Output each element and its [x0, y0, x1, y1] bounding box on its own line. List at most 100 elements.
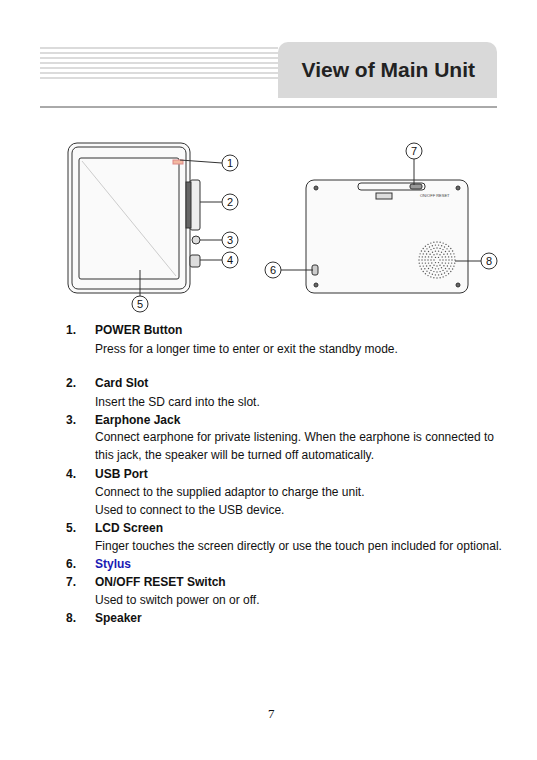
- speaker-dot: [436, 247, 437, 248]
- switch-label: ON/OFF RESET: [420, 193, 450, 198]
- speaker-dot: [453, 253, 454, 254]
- speaker-dot: [428, 262, 429, 263]
- item-description: Press for a longer time to enter or exit…: [95, 340, 398, 358]
- speaker-dot: [445, 259, 446, 260]
- speaker-dot: [438, 268, 439, 269]
- speaker-dot: [441, 256, 442, 257]
- speaker-dot: [426, 270, 427, 271]
- speaker-dot: [421, 259, 422, 260]
- speaker-dot: [450, 248, 451, 249]
- speaker-dot: [432, 245, 433, 246]
- speaker-dot: [425, 246, 426, 247]
- speaker-dot: [448, 268, 449, 269]
- speaker-dot: [452, 250, 453, 251]
- speaker-dot: [441, 252, 442, 253]
- speaker-dot: [439, 277, 440, 278]
- speaker-dot: [439, 242, 440, 243]
- speaker-dot: [427, 259, 428, 260]
- callout-number: 7: [411, 145, 417, 157]
- speaker-dot: [451, 262, 452, 263]
- item-heading: Card Slot: [95, 374, 148, 392]
- item-heading: POWER Button: [95, 321, 182, 339]
- speaker-dot: [442, 270, 443, 271]
- speaker-dot: [419, 253, 420, 254]
- speaker-dot: [428, 268, 429, 269]
- item-description: Used to connect to the USB device.: [95, 501, 284, 519]
- speaker-dot: [438, 257, 439, 258]
- speaker-dot: [438, 274, 439, 275]
- speaker-dot: [433, 264, 434, 265]
- speaker-dot: [441, 274, 442, 275]
- speaker-dot: [426, 248, 427, 249]
- item-heading: Earphone Jack: [95, 411, 180, 429]
- speaker-dot: [431, 256, 432, 257]
- speaker-dot: [441, 262, 442, 263]
- speaker-dot: [450, 253, 451, 254]
- speaker-dot: [443, 254, 444, 255]
- speaker-dot: [444, 272, 445, 273]
- speaker-dot: [423, 265, 424, 266]
- speaker-dot: [421, 250, 422, 251]
- speaker-dot: [442, 242, 443, 243]
- speaker-dot: [435, 262, 436, 263]
- speaker-dot: [439, 259, 440, 260]
- speaker-dot: [430, 270, 431, 271]
- speaker-dot: [435, 250, 436, 251]
- speaker-dot: [441, 267, 442, 268]
- callout-number: 1: [227, 157, 233, 169]
- speaker-dot: [448, 250, 449, 251]
- speaker-dot: [454, 256, 455, 257]
- speaker-dot: [423, 248, 424, 249]
- speaker-dot: [433, 277, 434, 278]
- speaker-dot: [445, 256, 446, 257]
- speaker-dot: [439, 248, 440, 249]
- speaker-dot: [422, 256, 423, 257]
- speaker-dot: [430, 242, 431, 243]
- speaker-dot: [445, 251, 446, 252]
- speaker-dot: [443, 265, 444, 266]
- speaker-dot: [445, 268, 446, 269]
- speaker-dot: [436, 253, 437, 254]
- speaker-dot: [438, 250, 439, 251]
- speaker-dot: [426, 253, 427, 254]
- speaker-dot: [450, 265, 451, 266]
- speaker-dot: [436, 271, 437, 272]
- item-description: Used to switch power on or off.: [95, 591, 260, 609]
- speaker-dot: [442, 276, 443, 277]
- speaker-dot: [442, 249, 443, 250]
- list-number: 1.: [66, 321, 76, 339]
- speaker-dot: [430, 259, 431, 260]
- front-view: [68, 143, 200, 293]
- speaker-dot: [438, 262, 439, 263]
- speaker-dot: [438, 244, 439, 245]
- speaker-dot: [448, 246, 449, 247]
- speaker-dot: [425, 256, 426, 257]
- list-number: 4.: [66, 465, 76, 483]
- speaker-dot: [450, 271, 451, 272]
- speaker-dot: [436, 265, 437, 266]
- speaker-dot: [423, 253, 424, 254]
- speaker-dot: [430, 249, 431, 250]
- item-description: Connect to the supplied adaptor to charg…: [95, 483, 365, 501]
- item-description: Finger touches the screen directly or us…: [95, 537, 502, 555]
- speaker-dot: [448, 273, 449, 274]
- callout-number: 4: [227, 254, 233, 266]
- back-view: [306, 180, 468, 293]
- speaker-dot: [442, 259, 443, 260]
- speaker-dot: [426, 265, 427, 266]
- list-number: 5.: [66, 519, 76, 537]
- speaker-dot: [451, 259, 452, 260]
- speaker-dot: [433, 248, 434, 249]
- item-heading: LCD Screen: [95, 519, 163, 537]
- list-number: 3.: [66, 411, 76, 429]
- speaker-dot: [453, 265, 454, 266]
- speaker-dot: [448, 259, 449, 260]
- speaker-dot: [423, 271, 424, 272]
- item-heading: USB Port: [95, 465, 148, 483]
- speaker-dot: [429, 265, 430, 266]
- header-box: View of Main Unit: [278, 42, 497, 98]
- speaker-dot: [429, 254, 430, 255]
- callout-number: 5: [137, 298, 143, 310]
- speaker-dot: [445, 275, 446, 276]
- speaker-dot: [432, 267, 433, 268]
